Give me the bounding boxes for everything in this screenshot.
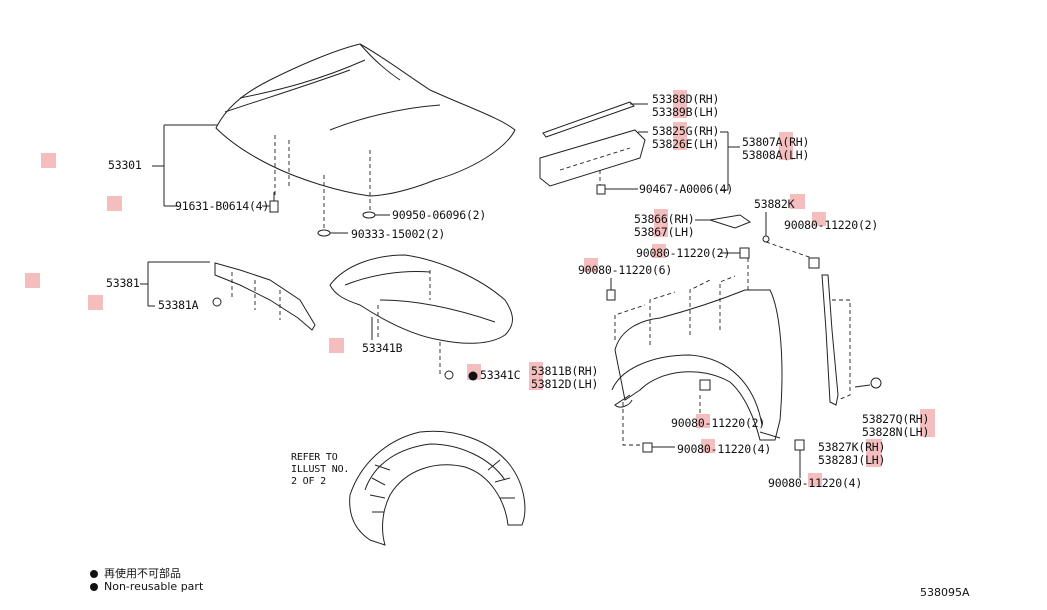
highlight-mark bbox=[673, 122, 687, 150]
refer-note-line1: REFER TO bbox=[291, 452, 338, 463]
part-label-53808a[interactable]: 53808A(LH) bbox=[742, 148, 810, 162]
legend-text-jp: 再使用不可部品 bbox=[104, 567, 181, 580]
highlight-mark bbox=[529, 362, 543, 390]
part-label-91631[interactable]: 91631-B0614(4) bbox=[175, 199, 270, 213]
part-label-53388d[interactable]: 53388D(RH) bbox=[652, 92, 720, 106]
part-label-53828n[interactable]: 53828N(LH) bbox=[862, 425, 930, 439]
refer-note-line2: ILLUST NO. bbox=[291, 464, 350, 475]
part-label-53811b[interactable]: 53811B(RH) bbox=[531, 364, 599, 378]
part-label-53882k[interactable]: 53882K bbox=[754, 197, 795, 211]
part-label-53866[interactable]: 53866(RH) bbox=[634, 212, 695, 226]
fender-drawing bbox=[611, 258, 783, 446]
part-label-53381[interactable]: 53381 bbox=[106, 276, 140, 290]
bolt-91631 bbox=[269, 192, 279, 213]
part-label-90333[interactable]: 90333-15002(2) bbox=[351, 227, 446, 241]
part-label-53381a[interactable]: 53381A bbox=[158, 298, 199, 312]
part-label-90080-a[interactable]: 90080-11220(2) bbox=[784, 218, 879, 232]
part-label-53828j[interactable]: 53828J(LH) bbox=[818, 453, 886, 467]
part-label-53812d[interactable]: 53812D(LH) bbox=[531, 377, 599, 391]
part-label-53341c[interactable]: 53341C bbox=[480, 368, 521, 382]
part-label-53827k[interactable]: 53827K(RH) bbox=[818, 440, 886, 454]
part-label-90080-e[interactable]: 90080-11220(4) bbox=[677, 442, 772, 456]
legend-line-jp: 再使用不可部品 bbox=[90, 565, 181, 581]
highlight-mark bbox=[652, 244, 666, 258]
hood-drawing bbox=[215, 43, 516, 228]
highlight-mark bbox=[696, 414, 710, 428]
highlight-mark bbox=[779, 132, 793, 160]
highlight-mark bbox=[88, 295, 103, 310]
part-label-90080-f[interactable]: 90080-11220(4) bbox=[768, 476, 863, 490]
part-label-90080-b[interactable]: 90080-11220(2) bbox=[636, 246, 731, 260]
legend-line-en: Non-reusable part bbox=[90, 580, 203, 593]
non-reusable-dot-icon bbox=[90, 570, 98, 578]
refer-note-line3: 2 OF 2 bbox=[291, 476, 326, 487]
part-label-90467[interactable]: 90467-A0006(4) bbox=[639, 182, 734, 196]
highlight-mark bbox=[701, 439, 715, 453]
figure-id: 538095A bbox=[920, 586, 970, 599]
highlight-mark bbox=[920, 409, 935, 437]
part-label-53827q[interactable]: 53827Q(RH) bbox=[862, 412, 930, 426]
part-label-90080-c[interactable]: 90080-11220(6) bbox=[578, 263, 673, 277]
highlight-mark bbox=[41, 153, 56, 168]
part-label-53867[interactable]: 53867(LH) bbox=[634, 225, 695, 239]
part-label-53826e[interactable]: 53826E(LH) bbox=[652, 137, 720, 151]
part-label-90950[interactable]: 90950-06096(2) bbox=[392, 208, 487, 222]
highlight-mark bbox=[790, 194, 805, 209]
highlight-mark bbox=[812, 212, 826, 226]
part-label-53825g[interactable]: 53825G(RH) bbox=[652, 124, 720, 138]
legend-text-en: Non-reusable part bbox=[104, 580, 204, 593]
liner-drawing bbox=[349, 430, 526, 546]
part-label-53301[interactable]: 53301 bbox=[108, 158, 142, 172]
part-label-53807a[interactable]: 53807A(RH) bbox=[742, 135, 810, 149]
highlight-mark bbox=[584, 258, 598, 272]
highlight-mark bbox=[673, 90, 687, 118]
part-label-90080-d[interactable]: 90080-11220(2) bbox=[671, 416, 766, 430]
highlight-mark bbox=[329, 338, 344, 353]
part-label-53389b[interactable]: 53389B(LH) bbox=[652, 105, 720, 119]
highlight-mark bbox=[654, 209, 668, 237]
non-reusable-dot-icon bbox=[90, 583, 98, 591]
highlight-mark bbox=[866, 439, 882, 467]
highlight-mark bbox=[107, 196, 122, 211]
highlight-mark bbox=[25, 273, 40, 288]
highlight-mark bbox=[808, 473, 822, 487]
part-label-53341b[interactable]: 53341B bbox=[362, 341, 403, 355]
